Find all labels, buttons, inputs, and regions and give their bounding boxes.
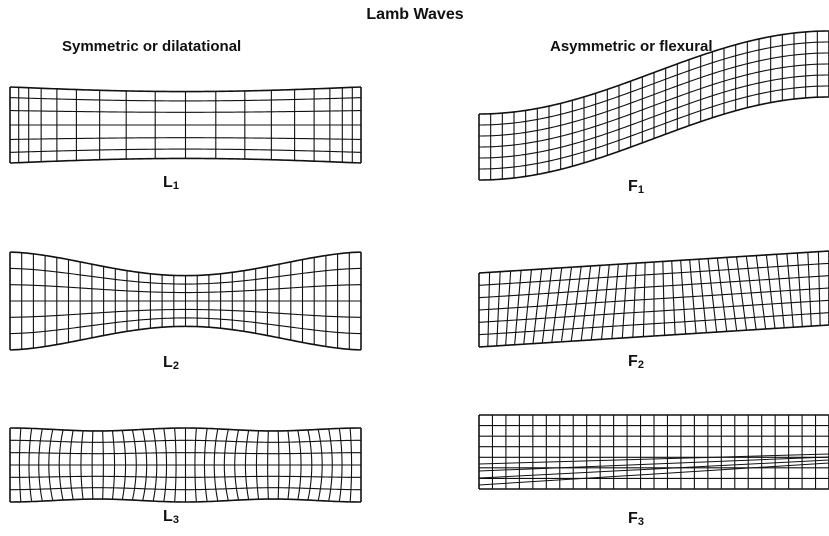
mode-label-F1: F1: [628, 178, 644, 196]
mode-label-F3: F3: [628, 510, 644, 528]
symmetric-column-heading: Symmetric or dilatational: [62, 38, 242, 55]
mode-label-L2: L2: [163, 354, 179, 372]
figure-title: Lamb Waves: [366, 6, 464, 23]
mode-label-F2: F2: [628, 353, 644, 371]
mesh-L2: [9, 251, 362, 351]
mode-label-L3: L3: [163, 508, 179, 526]
mesh-L3: [9, 427, 362, 503]
mesh-L1: [9, 86, 362, 164]
mesh-F3-convergence: [478, 453, 829, 486]
mode-label-L1: L1: [163, 174, 179, 192]
flexural-column-heading: Asymmetric or flexural: [550, 38, 713, 55]
mesh-F1: [478, 30, 829, 181]
mesh-F3: [478, 414, 829, 490]
mesh-F2: [478, 250, 829, 348]
